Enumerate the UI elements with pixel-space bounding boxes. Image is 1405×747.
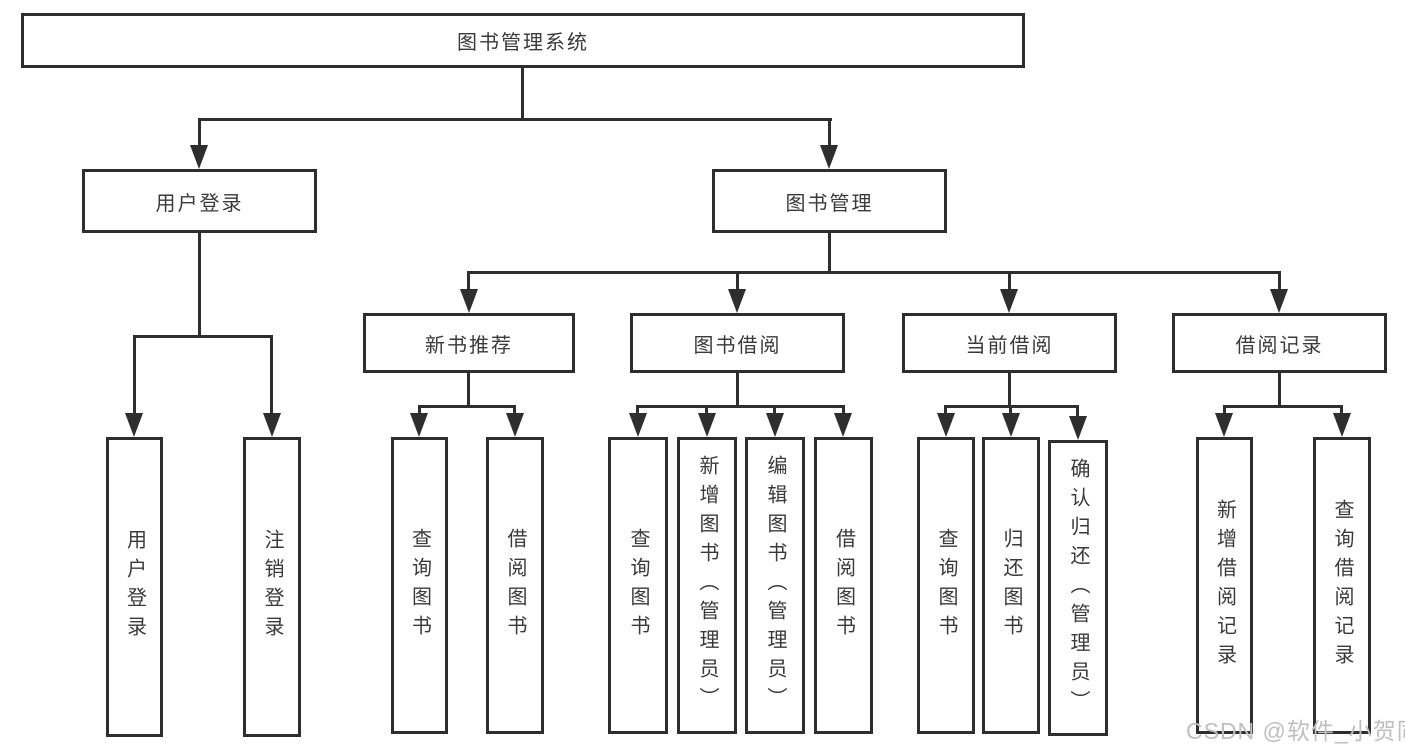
connector-vline bbox=[736, 373, 739, 405]
arrow-down-icon bbox=[1215, 413, 1233, 437]
arrow-down-icon bbox=[263, 413, 281, 437]
arrow-down-icon bbox=[728, 289, 746, 313]
connector-vline bbox=[418, 405, 421, 417]
connector-hline bbox=[418, 405, 515, 408]
arrow-down-icon bbox=[506, 413, 524, 437]
leaf-records-add-record-label: 新增借阅记录 bbox=[1213, 498, 1236, 673]
leaf-borrowing-add-books-admin-label: 新增图书（管理员） bbox=[696, 455, 718, 716]
leaf-logout-label: 注销登录 bbox=[261, 529, 283, 645]
arrow-down-icon bbox=[410, 413, 428, 437]
leaf-current-query-books: 查询图书 bbox=[917, 437, 975, 734]
connector-vline bbox=[1008, 373, 1011, 405]
connector-vline bbox=[828, 233, 831, 271]
connector-hline bbox=[636, 405, 844, 408]
connector-hline bbox=[1223, 405, 1342, 408]
leaf-user-login: 用户登录 bbox=[106, 437, 163, 737]
arrow-down-icon bbox=[629, 413, 647, 437]
node-borrow-records: 借阅记录 bbox=[1172, 313, 1387, 373]
connector-vline bbox=[828, 118, 831, 148]
node-library-system-label: 图书管理系统 bbox=[457, 32, 589, 54]
leaf-user-login-label: 用户登录 bbox=[123, 529, 146, 645]
connector-vline bbox=[1008, 271, 1011, 291]
connector-vline bbox=[736, 271, 739, 291]
node-book-management-label: 图书管理 bbox=[785, 192, 874, 215]
connector-vline bbox=[133, 335, 136, 417]
arrow-down-icon bbox=[698, 413, 716, 437]
arrow-down-icon bbox=[820, 145, 838, 169]
arrow-down-icon bbox=[1069, 416, 1087, 440]
leaf-borrowing-edit-books-admin: 编辑图书（管理员） bbox=[745, 437, 805, 734]
connector-vline bbox=[198, 118, 201, 148]
connector-vline bbox=[705, 405, 708, 417]
arrow-down-icon bbox=[1000, 289, 1018, 313]
node-user-login-label: 用户登录 bbox=[155, 192, 244, 215]
arrow-down-icon bbox=[766, 413, 784, 437]
csdn-watermark: CSDN @软件_小贺同学 bbox=[1186, 718, 1405, 744]
node-book-management: 图书管理 bbox=[712, 169, 947, 233]
connector-vline bbox=[198, 233, 201, 335]
leaf-newbook-query-books: 查询图书 bbox=[391, 437, 448, 734]
connector-vline bbox=[1278, 271, 1281, 291]
node-book-borrowing: 图书借阅 bbox=[630, 313, 845, 373]
node-user-login: 用户登录 bbox=[82, 169, 317, 233]
leaf-borrowing-add-books-admin: 新增图书（管理员） bbox=[677, 437, 737, 734]
connector-vline bbox=[467, 271, 470, 291]
leaf-borrowing-borrow-books: 借阅图书 bbox=[814, 437, 873, 734]
connector-vline bbox=[944, 405, 947, 417]
leaf-current-return-books-label: 归还图书 bbox=[1000, 527, 1022, 644]
connector-vline bbox=[521, 68, 524, 118]
arrow-down-icon bbox=[190, 145, 208, 169]
arrow-down-icon bbox=[834, 413, 852, 437]
leaf-current-query-books-label: 查询图书 bbox=[935, 527, 957, 644]
arrow-down-icon bbox=[1333, 413, 1351, 437]
arrow-down-icon bbox=[125, 413, 143, 437]
leaf-newbook-borrow-books-label: 借阅图书 bbox=[504, 527, 526, 644]
connector-vline bbox=[842, 405, 845, 417]
node-book-borrowing-label: 图书借阅 bbox=[693, 334, 782, 357]
arrow-down-icon bbox=[1270, 289, 1288, 313]
leaf-borrowing-query-books: 查询图书 bbox=[608, 437, 668, 734]
leaf-records-query-record: 查询借阅记录 bbox=[1313, 437, 1371, 734]
arrow-down-icon bbox=[1002, 413, 1020, 437]
node-new-book-recommend-label: 新书推荐 bbox=[425, 334, 513, 357]
node-library-system: 图书管理系统 bbox=[21, 13, 1025, 68]
leaf-borrowing-borrow-books-label: 借阅图书 bbox=[832, 527, 855, 644]
leaf-records-query-record-label: 查询借阅记录 bbox=[1331, 498, 1353, 673]
leaf-logout: 注销登录 bbox=[243, 437, 301, 737]
connector-hline bbox=[467, 271, 1281, 274]
leaf-newbook-query-books-label: 查询图书 bbox=[408, 527, 431, 644]
connector-vline bbox=[1009, 405, 1012, 417]
node-new-book-recommend: 新书推荐 bbox=[363, 313, 575, 373]
connector-vline bbox=[773, 405, 776, 417]
connector-vline bbox=[513, 405, 516, 417]
node-current-borrowing: 当前借阅 bbox=[902, 313, 1117, 373]
connector-vline bbox=[1076, 405, 1079, 419]
node-current-borrowing-label: 当前借阅 bbox=[965, 334, 1054, 357]
leaf-records-add-record: 新增借阅记录 bbox=[1196, 437, 1253, 734]
connector-vline bbox=[467, 373, 470, 405]
connector-vline bbox=[1340, 405, 1343, 417]
connector-vline bbox=[270, 335, 273, 417]
node-borrow-records-label: 借阅记录 bbox=[1235, 334, 1324, 357]
connector-vline bbox=[636, 405, 639, 417]
arrow-down-icon bbox=[937, 413, 955, 437]
leaf-current-return-books: 归还图书 bbox=[982, 437, 1040, 734]
leaf-current-confirm-return-admin-label: 确认归还（管理员） bbox=[1067, 457, 1089, 719]
leaf-borrowing-edit-books-admin-label: 编辑图书（管理员） bbox=[764, 455, 786, 716]
connector-vline bbox=[1223, 405, 1226, 417]
connector-vline bbox=[1278, 373, 1281, 405]
leaf-borrowing-query-books-label: 查询图书 bbox=[627, 527, 649, 644]
connector-hline bbox=[133, 335, 273, 338]
arrow-down-icon bbox=[460, 289, 478, 313]
leaf-current-confirm-return-admin: 确认归还（管理员） bbox=[1048, 440, 1108, 736]
connector-hline bbox=[198, 118, 832, 121]
leaf-newbook-borrow-books: 借阅图书 bbox=[486, 437, 544, 734]
